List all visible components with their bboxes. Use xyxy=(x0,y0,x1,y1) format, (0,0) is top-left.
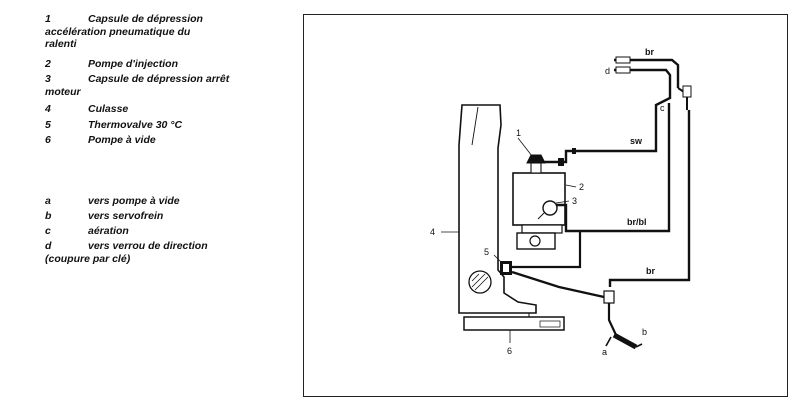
legend-key: b xyxy=(45,210,52,222)
legend-text: vers servofrein xyxy=(88,210,164,222)
legend-item-3: 3 Capsule de dépression arrêt moteur xyxy=(45,73,285,98)
legend-item-c: c aération xyxy=(45,225,285,238)
t-junction xyxy=(603,290,615,304)
legend-text: Thermovalve 30 °C xyxy=(88,119,183,131)
legend-panel: 1 Capsule de dépression accélération pne… xyxy=(0,0,290,418)
legend-text: Capsule de dépression arrêt xyxy=(88,73,230,85)
legend-item-2: 2 Pompe d'injection xyxy=(45,58,285,71)
hose-label-br-top: br xyxy=(645,47,654,57)
legend-text: Pompe à vide xyxy=(88,134,156,146)
injection-pump xyxy=(512,172,566,226)
diagram-svg: 1 2 3 4 5 6 a b c d br sw br/bl br xyxy=(430,47,692,357)
legend-item-4: 4 Culasse xyxy=(45,103,285,116)
legend-text: (coupure par clé) xyxy=(45,252,131,265)
legend-item-6: 6 Pompe à vide xyxy=(45,134,285,147)
legend-item-5: 5 Thermovalve 30 °C xyxy=(45,119,285,132)
legend-text: Pompe d'injection xyxy=(88,58,179,70)
legend-text: Culasse xyxy=(88,103,129,115)
cylinder-head-edge xyxy=(471,106,479,146)
legend-text: ralenti xyxy=(45,38,77,50)
legend-text: aération xyxy=(88,225,129,237)
end-c: c xyxy=(660,103,665,113)
legend-item-d: d vers verrou de direction (coupure par … xyxy=(45,240,285,265)
legend-key: 2 xyxy=(45,58,51,70)
callout-5: 5 xyxy=(484,247,489,257)
callout-3: 3 xyxy=(572,196,577,206)
legend-key: 6 xyxy=(45,134,51,146)
legend-key: 5 xyxy=(45,119,51,131)
hose-thermovalve xyxy=(511,270,605,299)
end-b: b xyxy=(642,327,647,337)
legend-key: 3 xyxy=(45,73,51,85)
hose-brbl xyxy=(556,103,671,233)
cylinder-head xyxy=(458,104,537,314)
hose-br-top xyxy=(614,58,680,88)
legend-text: moteur xyxy=(45,85,81,98)
callout-4: 4 xyxy=(430,227,435,237)
capsule-3 xyxy=(542,200,558,216)
end-a: a xyxy=(602,347,607,357)
injection-pump-neck xyxy=(521,224,563,234)
connector-d-1 xyxy=(615,56,631,64)
hose-label-br-right: br xyxy=(646,266,655,276)
legend-text: vers verrou de direction xyxy=(88,240,208,252)
legend-item-1: 1 Capsule de dépression accélération pne… xyxy=(45,13,285,51)
connector-ab xyxy=(612,332,638,350)
legend-text: Capsule de dépression xyxy=(88,13,203,25)
hose-label-brbl: br/bl xyxy=(627,217,647,227)
vacuum-circuit-diagram: 1 2 3 4 5 6 a b c d br sw br/bl br xyxy=(303,14,788,397)
connector-d-2 xyxy=(615,66,631,74)
legend-key: d xyxy=(45,240,52,252)
hose-label-sw: sw xyxy=(630,136,643,146)
callout-2: 2 xyxy=(579,182,584,192)
hose-br-right xyxy=(608,110,691,287)
oil-filler-cap xyxy=(468,270,492,294)
callout-6: 6 xyxy=(507,346,512,356)
legend-item-a: a vers pompe à vide xyxy=(45,195,285,208)
legend-key: 1 xyxy=(45,13,51,25)
end-d: d xyxy=(605,66,610,76)
legend-text: accélération pneumatique du xyxy=(45,25,191,38)
callout-1: 1 xyxy=(516,128,521,138)
vacuum-pump-label-plate xyxy=(539,320,561,328)
legend-item-b: b vers servofrein xyxy=(45,210,285,223)
legend-key: 4 xyxy=(45,103,51,115)
capsule-1 xyxy=(526,154,546,164)
legend-text: vers pompe à vide xyxy=(88,195,180,207)
legend-key: c xyxy=(45,225,51,237)
legend-key: a xyxy=(45,195,51,207)
vacuum-pump xyxy=(463,316,565,331)
